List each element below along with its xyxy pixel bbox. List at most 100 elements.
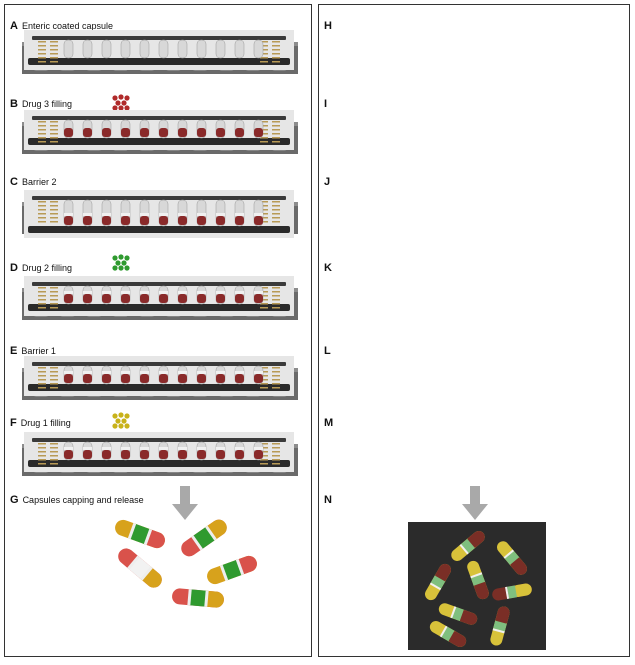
pellet: [118, 412, 124, 418]
barrier-layer: [216, 447, 225, 450]
barrier-layer: [235, 371, 244, 374]
spring: [38, 137, 46, 139]
drug1-pellets-icon: [112, 412, 130, 429]
barrier-layer: [140, 371, 149, 374]
spring: [260, 141, 268, 143]
capsule-in-rack: [215, 39, 226, 59]
drug-layer: [197, 374, 206, 383]
spring: [260, 367, 268, 369]
spring: [260, 375, 268, 377]
spring: [50, 287, 58, 289]
drug-layer: [140, 450, 149, 459]
spring: [272, 455, 280, 457]
spring: [50, 387, 58, 389]
spring: [50, 291, 58, 293]
capsule-in-rack: [234, 39, 245, 59]
rack-plate: [28, 58, 290, 65]
drug-layer: [64, 128, 73, 137]
spring: [50, 41, 58, 43]
spring: [50, 137, 58, 139]
spring: [272, 121, 280, 123]
drug-layer: [235, 128, 244, 137]
capsule-pill: [492, 583, 532, 601]
spring: [38, 299, 46, 301]
drug-layer: [235, 294, 244, 303]
spring: [260, 137, 268, 139]
spring: [38, 133, 46, 135]
drug-layer: [216, 128, 225, 137]
spring: [260, 287, 268, 289]
drug-layer: [102, 216, 111, 225]
spring: [272, 129, 280, 131]
barrier-layer: [64, 291, 73, 294]
rack-plate: [28, 138, 290, 145]
spring: [38, 53, 46, 55]
spring: [38, 217, 46, 219]
spring: [260, 201, 268, 203]
spring: [50, 125, 58, 127]
drug-layer: [140, 294, 149, 303]
spring: [38, 291, 46, 293]
spring: [260, 307, 268, 309]
spring: [260, 49, 268, 51]
spring: [260, 451, 268, 453]
spring: [272, 295, 280, 297]
spring: [260, 133, 268, 135]
barrier-layer: [235, 213, 244, 216]
pellet: [118, 254, 124, 260]
spring: [272, 221, 280, 223]
spring: [272, 367, 280, 369]
spring: [260, 209, 268, 211]
spring: [272, 459, 280, 461]
spring: [272, 387, 280, 389]
spring: [38, 205, 46, 207]
drug-layer: [254, 450, 263, 459]
drug-layer: [216, 294, 225, 303]
spring: [272, 213, 280, 215]
down-arrow-icon: [462, 486, 488, 520]
barrier-layer: [197, 371, 206, 374]
drug-layer: [254, 216, 263, 225]
spring: [272, 125, 280, 127]
spring: [260, 379, 268, 381]
drug-layer: [102, 128, 111, 137]
drug-layer: [178, 374, 187, 383]
spring: [260, 299, 268, 301]
spring: [38, 121, 46, 123]
capsule-pill: [490, 606, 510, 646]
spring: [50, 375, 58, 377]
spring: [260, 387, 268, 389]
spring: [38, 367, 46, 369]
spring: [260, 129, 268, 131]
spring: [260, 463, 268, 465]
spring: [50, 443, 58, 445]
drug-layer: [178, 294, 187, 303]
spring: [38, 307, 46, 309]
drug-layer: [102, 450, 111, 459]
barrier-layer: [102, 213, 111, 216]
spring: [272, 45, 280, 47]
spring: [50, 383, 58, 385]
pellet: [124, 95, 130, 101]
spring: [38, 371, 46, 373]
spring: [38, 41, 46, 43]
pellet: [115, 260, 121, 266]
drug-layer: [121, 294, 130, 303]
spring: [272, 209, 280, 211]
drug-layer: [235, 450, 244, 459]
drug-layer: [254, 294, 263, 303]
drug-layer: [159, 374, 168, 383]
barrier-layer: [254, 291, 263, 294]
barrier-layer: [235, 447, 244, 450]
drug-layer: [64, 450, 73, 459]
spring: [38, 213, 46, 215]
step-h-label: H: [324, 20, 332, 32]
barrier-layer: [254, 371, 263, 374]
drug-layer: [83, 294, 92, 303]
spring: [38, 129, 46, 131]
spring: [260, 303, 268, 305]
pellet: [121, 418, 127, 424]
down-arrow-icon: [172, 486, 198, 520]
